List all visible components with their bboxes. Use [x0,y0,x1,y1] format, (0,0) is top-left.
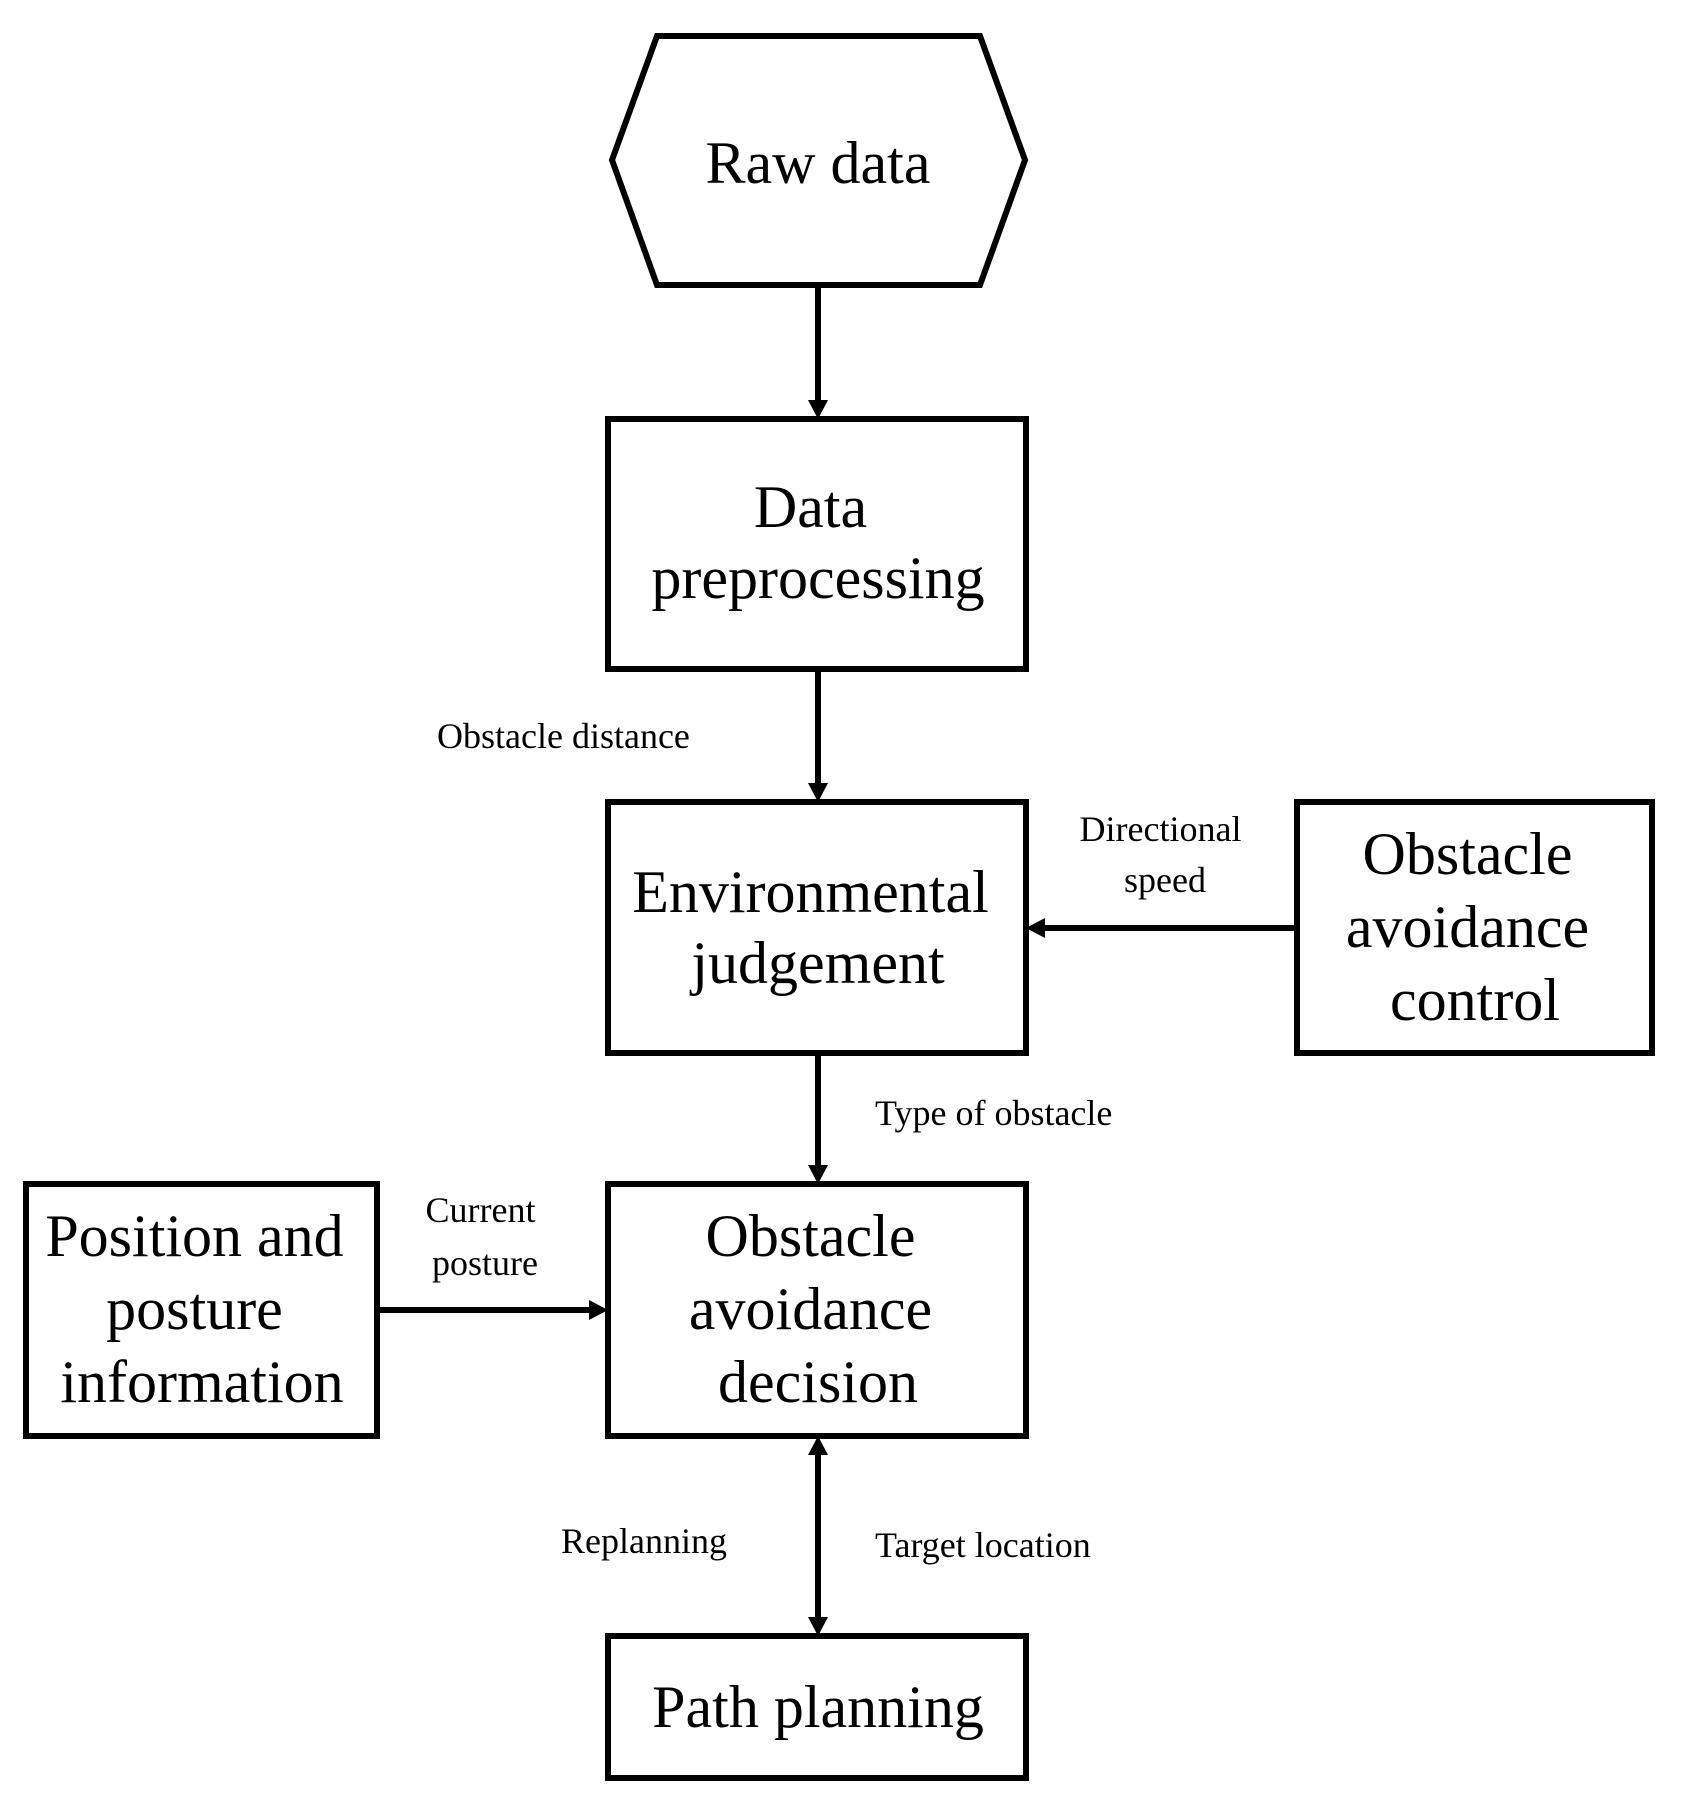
obstacle-avoidance-control-box [1294,799,1655,1056]
environmental-judgement-box [605,799,1029,1056]
data-preprocessing-label: Data preprocessing [651,474,984,611]
directional-speed-label: Directional speed [1080,809,1251,900]
environmental-judgement-label: Environmental judgement [632,859,1004,996]
raw-data-label: Raw data [706,130,931,196]
arrowhead-up-1 [808,1436,828,1455]
obstacle-avoidance-decision-label: Obstacle avoidance decision [689,1203,947,1415]
node-raw-data: Raw data [608,33,1029,288]
obstacle-avoidance-decision-box [605,1181,1029,1439]
arrowhead-down-4 [808,1617,828,1636]
arrowhead-left-1 [1026,918,1045,938]
edge-preprocessing-to-environmental: Obstacle distance [437,669,828,802]
arrowhead-right-1 [589,1300,608,1320]
current-posture-label: Current posture [426,1190,545,1283]
target-location-label: Target location [875,1525,1091,1565]
replanning-label: Replanning [561,1521,727,1561]
node-path-planning: Path planning [605,1633,1029,1781]
node-environmental-judgement: Environmental judgement [605,799,1029,1056]
node-obstacle-avoidance-control: Obstacle avoidance control [1294,799,1655,1056]
position-posture-information-box [23,1181,380,1439]
node-data-preprocessing: Data preprocessing [605,416,1029,672]
edge-decision-path-bidirectional: Replanning Target location [561,1436,1091,1636]
raw-data-hexagon [608,33,1029,288]
node-position-posture-information: Position and posture information [23,1181,380,1439]
arrowhead-down-1 [808,400,828,419]
arrowhead-down-2 [808,783,828,802]
edge-control-to-environmental: Directional speed [1026,809,1297,938]
edge-position-to-decision: Current posture [377,1190,608,1320]
edge-raw-to-preprocessing [808,285,828,419]
data-preprocessing-box [605,416,1029,672]
node-obstacle-avoidance-decision: Obstacle avoidance decision [605,1181,1029,1439]
path-planning-box [605,1633,1029,1781]
obstacle-distance-label: Obstacle distance [437,716,690,756]
obstacle-avoidance-control-label: Obstacle avoidance control [1346,821,1604,1033]
type-of-obstacle-label: Type of obstacle [875,1093,1112,1133]
edge-environmental-to-decision: Type of obstacle [808,1053,1112,1184]
position-posture-information-label: Position and posture information [45,1203,358,1415]
arrowhead-down-3 [808,1165,828,1184]
path-planning-label: Path planning [652,1674,984,1740]
